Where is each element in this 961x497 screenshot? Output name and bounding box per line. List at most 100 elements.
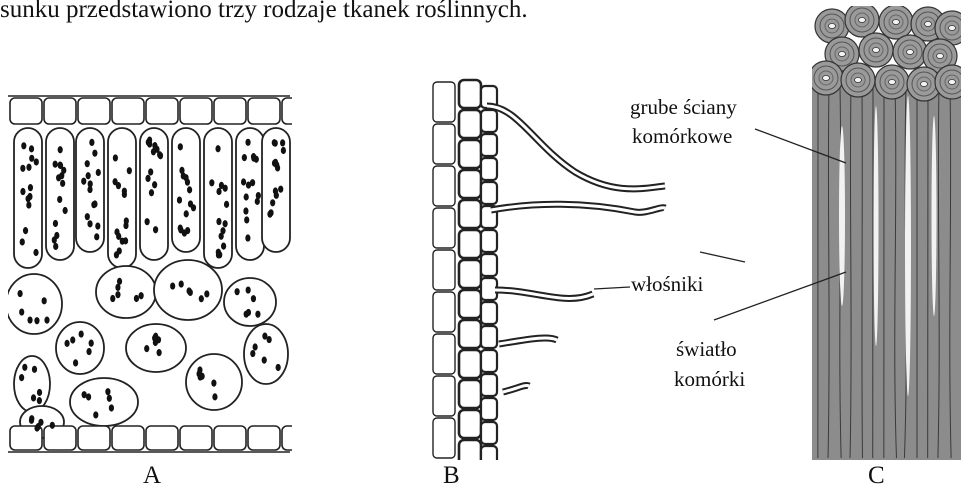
chloroplast <box>216 188 221 195</box>
fiber-lumen-cross <box>829 24 836 29</box>
chloroplast <box>63 207 68 214</box>
label-thick-walls-line2: komórkowe <box>632 124 732 149</box>
cortex-cell <box>433 166 455 206</box>
epidermis-cell <box>146 98 178 124</box>
fiber-lumen-cross <box>855 78 862 83</box>
epidermal-cell <box>481 158 497 180</box>
chloroplast <box>20 188 25 195</box>
chloroplast <box>224 201 229 208</box>
chloroplast <box>107 395 112 402</box>
epidermal-cell <box>481 398 497 420</box>
fiber-lumen-cross <box>823 76 830 81</box>
chloroplast <box>246 286 251 293</box>
spongy-cell <box>56 322 104 374</box>
epidermal-cell <box>481 422 497 444</box>
chloroplast <box>31 394 36 401</box>
chloroplast <box>89 139 94 146</box>
chloroplast <box>58 146 63 153</box>
epidermis-cell <box>112 426 144 450</box>
chloroplast <box>42 297 47 304</box>
chloroplast <box>20 165 25 172</box>
caption-text: sunku przedstawiono trzy rodzaje tkanek … <box>0 0 528 26</box>
epidermis-cell <box>214 426 246 450</box>
chloroplast <box>250 350 255 357</box>
epidermal-cell <box>481 254 497 276</box>
fiber-lumen-cross <box>937 54 944 59</box>
chloroplast <box>37 397 42 404</box>
chloroplast <box>33 249 38 256</box>
chloroplast <box>212 393 217 400</box>
epidermis-cell <box>78 98 110 124</box>
chloroplast <box>144 345 149 352</box>
epidermal-cell <box>481 302 497 324</box>
cortex-cell <box>433 82 455 122</box>
epidermal-cell <box>459 350 481 378</box>
chloroplast <box>251 295 256 302</box>
epidermal-cell <box>459 290 481 318</box>
chloroplast <box>178 143 183 150</box>
fibers-drawing <box>812 6 961 460</box>
chloroplast <box>115 291 120 298</box>
chloroplast <box>88 180 93 187</box>
chloroplast <box>280 139 285 146</box>
chloroplast <box>255 311 260 318</box>
chloroplast <box>60 180 65 187</box>
chloroplast <box>57 196 62 203</box>
cortex-cell <box>433 334 455 374</box>
fiber-lumen-cross <box>889 80 896 85</box>
chloroplast <box>276 364 281 371</box>
epidermal-cell <box>459 440 481 460</box>
chloroplast <box>81 178 86 185</box>
chloroplast <box>29 145 34 152</box>
chloroplast <box>29 417 34 424</box>
epidermal-cell <box>481 278 497 300</box>
chloroplast <box>64 340 69 347</box>
chloroplast <box>216 218 221 225</box>
chloroplast <box>82 391 87 398</box>
chloroplast <box>244 216 249 223</box>
root-cells <box>433 80 497 460</box>
chloroplast <box>187 287 192 294</box>
chloroplast <box>153 226 158 233</box>
leaf-section-drawing <box>8 92 292 456</box>
cortex-cell <box>433 250 455 290</box>
chloroplast <box>95 222 100 229</box>
fiber-lumen-cross <box>925 22 932 27</box>
chloroplast <box>34 158 39 165</box>
chloroplast <box>267 336 272 343</box>
chloroplast <box>22 364 27 371</box>
lower-epidermis <box>8 426 292 452</box>
chloroplast <box>94 233 99 240</box>
epidermal-cell <box>481 134 497 156</box>
chloroplast <box>268 209 273 216</box>
chloroplast <box>92 200 97 207</box>
chloroplast <box>50 422 55 429</box>
chloroplast <box>254 156 259 163</box>
epidermal-cell <box>459 170 481 198</box>
chloroplast <box>109 404 114 411</box>
leader-hairs-upper <box>700 252 745 262</box>
fiber-lumen-cross <box>893 20 900 25</box>
panel-letter-b: B <box>443 462 460 490</box>
chloroplast <box>34 317 39 324</box>
epidermis-cell <box>248 426 280 450</box>
upper-epidermis <box>8 96 292 124</box>
epidermal-cell <box>459 410 481 438</box>
epidermis-cell <box>214 98 246 124</box>
chloroplast <box>215 145 220 152</box>
chloroplast <box>199 295 204 302</box>
chloroplast <box>216 251 221 258</box>
chloroplast <box>21 142 26 149</box>
chloroplast <box>127 167 132 174</box>
chloroplast <box>122 191 127 198</box>
epidermis-cell <box>44 98 76 124</box>
epidermis-cell <box>282 98 292 124</box>
chloroplast <box>23 227 28 234</box>
chloroplast <box>273 140 278 147</box>
epidermal-cell <box>481 230 497 252</box>
panel-letter-a: A <box>143 462 161 490</box>
chloroplast <box>17 290 22 297</box>
chloroplast <box>110 295 115 302</box>
spongy-cell <box>96 266 156 318</box>
chloroplast <box>219 182 224 189</box>
